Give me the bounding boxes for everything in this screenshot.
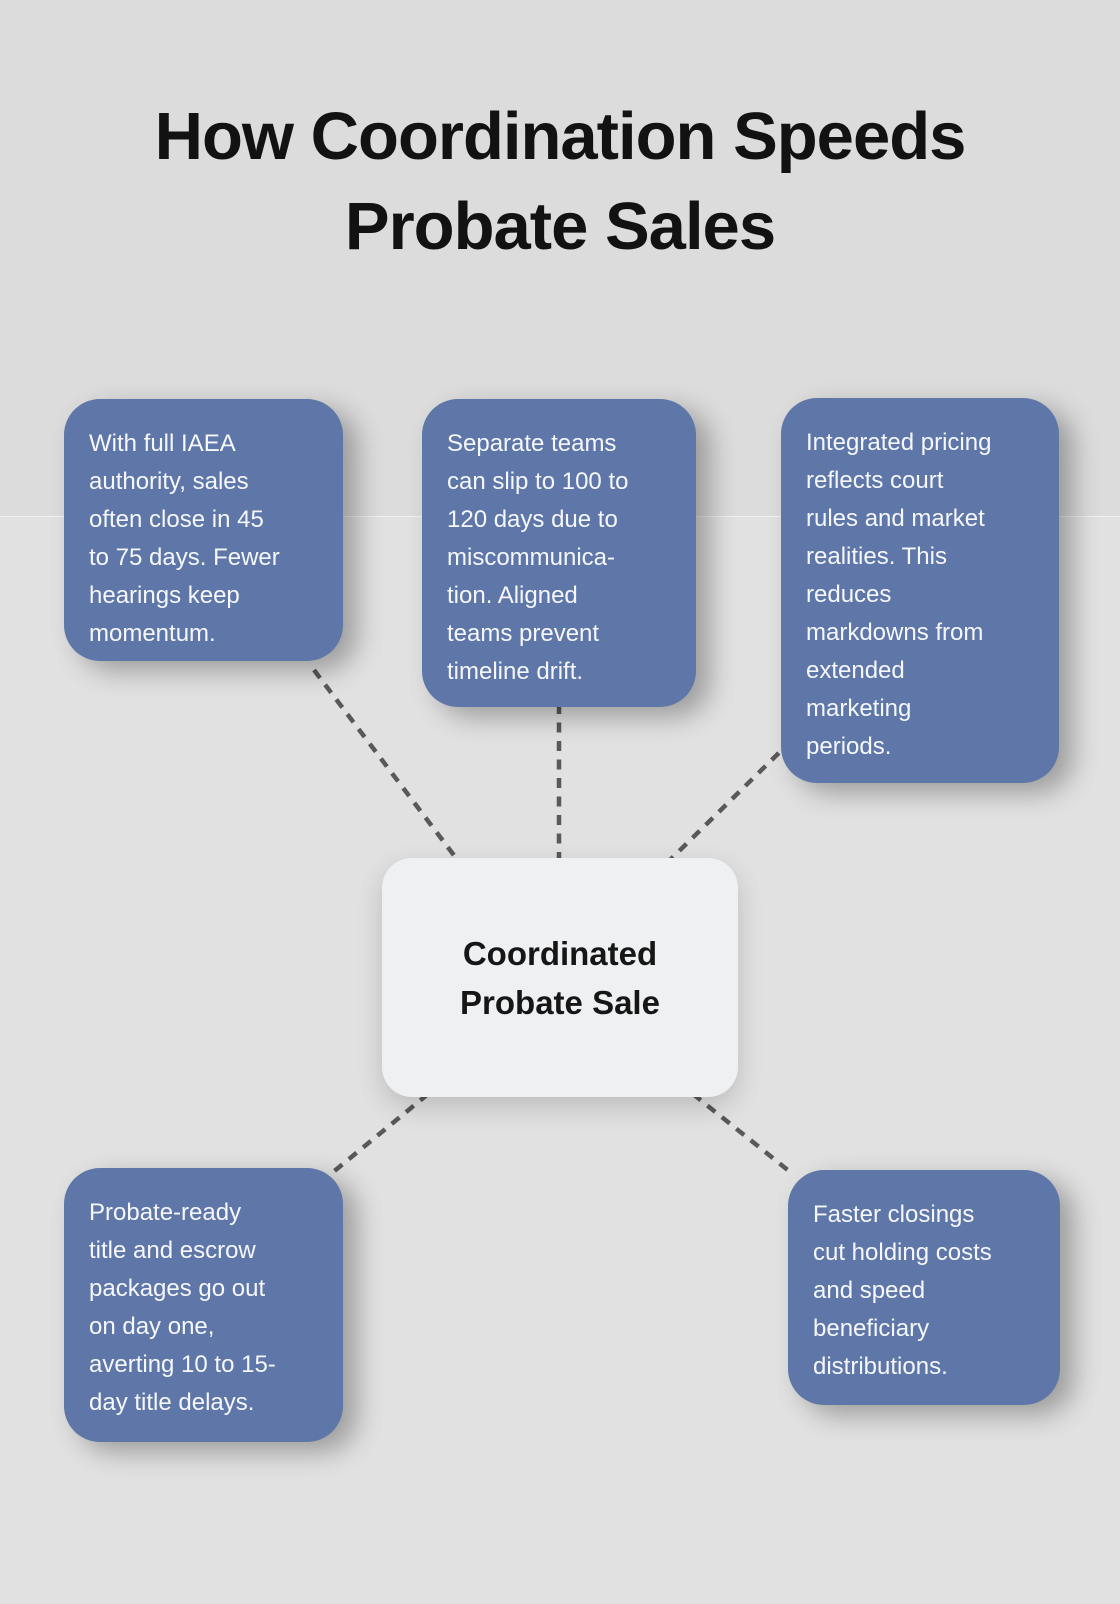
connector-bottom-left-dashed-line bbox=[330, 1092, 430, 1175]
card-iaea-authority: With full IAEA authority, sales often cl… bbox=[64, 399, 343, 661]
page-title: How Coordination Speeds Probate Sales bbox=[154, 99, 967, 264]
center-node-label: Coordinated Probate Sale bbox=[460, 934, 660, 1021]
connector-bottom-right-dashed-line bbox=[691, 1092, 796, 1177]
connector-top-right-dashed-line bbox=[668, 738, 794, 862]
center-node: Coordinated Probate Sale bbox=[382, 858, 738, 1097]
card-faster-closings: Faster closings cut holding costs and sp… bbox=[788, 1170, 1060, 1405]
card-probate-ready-title: Probate-ready title and escrow packages … bbox=[64, 1168, 343, 1442]
card-integrated-pricing: Integrated pricing reflects court rules … bbox=[781, 398, 1059, 783]
connector-top-left-dashed-line bbox=[312, 668, 458, 860]
card-aligned-teams: Separate teams can slip to 100 to 120 da… bbox=[422, 399, 696, 707]
